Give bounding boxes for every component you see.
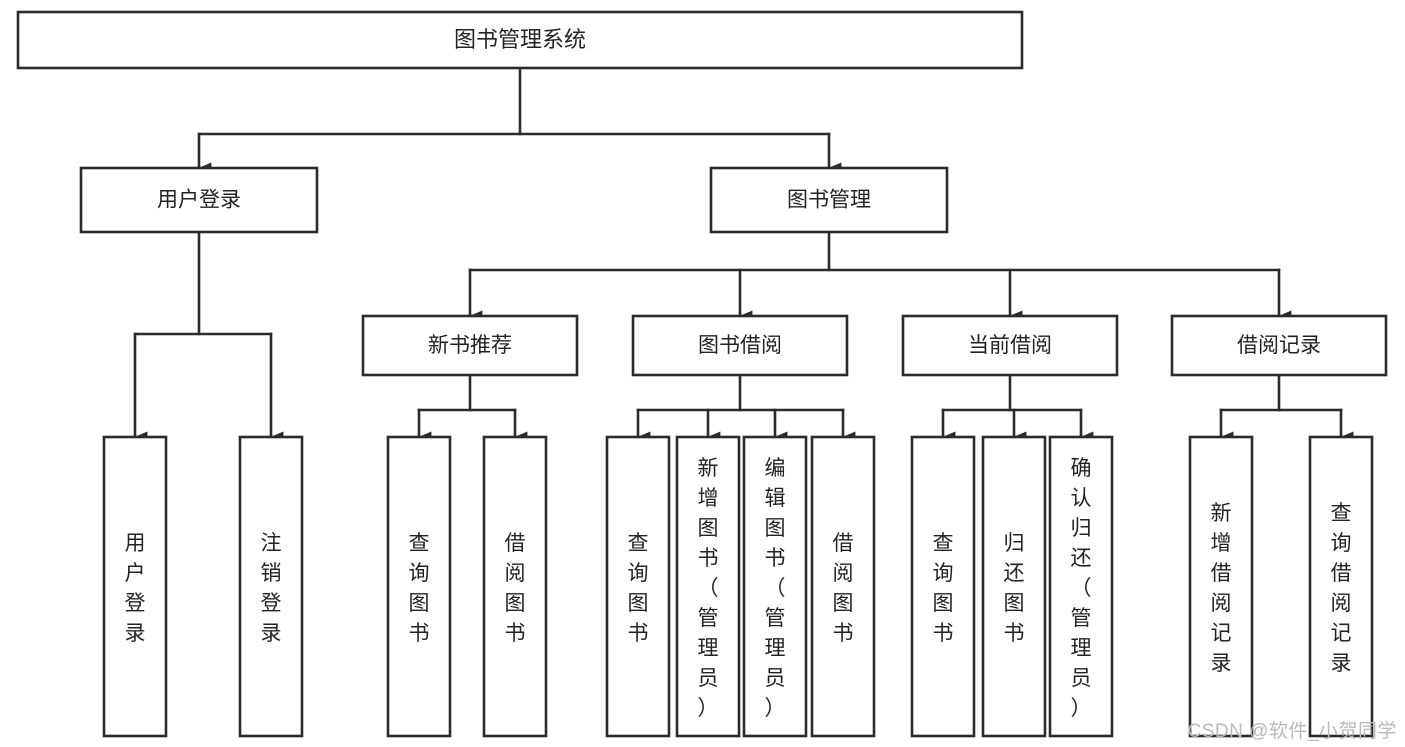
node-leaf-query-book-2[interactable]: 查询图书 (605, 435, 671, 738)
node-box-new-book-recommend (361, 314, 579, 377)
node-box-root (16, 10, 1024, 70)
node-box-user-login (79, 166, 319, 234)
node-box-leaf-add-borrow-record (1188, 435, 1254, 738)
node-leaf-add-book[interactable]: 新增图书（管理员） (675, 435, 741, 738)
node-box-leaf-user-logout (238, 435, 304, 738)
node-box-leaf-query-book-3 (910, 435, 976, 738)
node-new-book-recommend[interactable]: 新书推荐 (361, 314, 579, 377)
node-box-current-borrow (901, 314, 1119, 377)
node-box-leaf-borrow-book-2 (810, 435, 876, 738)
node-label-leaf-add-borrow-record: 新增借阅记录 (1211, 502, 1232, 675)
node-leaf-confirm-return[interactable]: 确认归还（管理员） (1048, 435, 1114, 738)
node-borrow-record[interactable]: 借阅记录 (1170, 314, 1388, 377)
node-label-borrow-record: 借阅记录 (1237, 334, 1321, 357)
node-label-book-manage: 图书管理 (787, 189, 871, 212)
node-box-leaf-return-book (981, 435, 1047, 738)
node-user-login[interactable]: 用户登录 (79, 166, 319, 234)
node-label-leaf-return-book: 归还图书 (1004, 532, 1025, 645)
node-label-leaf-query-book-3: 查询图书 (933, 532, 954, 645)
node-box-borrow-record (1170, 314, 1388, 377)
node-label-book-borrow: 图书借阅 (698, 334, 782, 357)
node-book-manage[interactable]: 图书管理 (709, 166, 949, 234)
node-label-leaf-query-book-1: 查询图书 (409, 532, 430, 645)
node-label-root: 图书管理系统 (454, 27, 586, 52)
node-box-leaf-user-login (102, 435, 168, 738)
node-leaf-return-book[interactable]: 归还图书 (981, 435, 1047, 738)
node-box-book-manage (709, 166, 949, 234)
node-box-leaf-confirm-return (1048, 435, 1114, 738)
node-label-leaf-confirm-return: 确认归还（管理员） (1071, 457, 1092, 720)
node-label-leaf-borrow-book-2: 借阅图书 (833, 532, 854, 645)
node-leaf-query-book-1[interactable]: 查询图书 (386, 435, 452, 738)
node-label-leaf-edit-book: 编辑图书（管理员） (765, 457, 786, 720)
node-label-leaf-query-borrow-record: 查询借阅记录 (1331, 502, 1352, 675)
node-label-current-borrow: 当前借阅 (968, 334, 1052, 357)
node-boxes: 图书管理系统用户登录图书管理新书推荐图书借阅当前借阅借阅记录用户登录注销登录查询… (16, 10, 1388, 738)
node-leaf-query-borrow-record[interactable]: 查询借阅记录 (1308, 435, 1374, 738)
node-label-leaf-user-logout: 注销登录 (261, 532, 282, 645)
node-label-new-book-recommend: 新书推荐 (428, 334, 512, 357)
node-label-leaf-user-login: 用户登录 (125, 532, 146, 645)
node-box-leaf-add-book (675, 435, 741, 738)
node-label-leaf-add-book: 新增图书（管理员） (698, 457, 719, 720)
node-current-borrow[interactable]: 当前借阅 (901, 314, 1119, 377)
node-leaf-borrow-book-2[interactable]: 借阅图书 (810, 435, 876, 738)
node-box-book-borrow (631, 314, 849, 377)
connector-lines (133, 66, 1354, 443)
node-box-leaf-edit-book (742, 435, 808, 738)
node-box-leaf-borrow-book-1 (482, 435, 548, 738)
node-leaf-edit-book[interactable]: 编辑图书（管理员） (742, 435, 808, 738)
node-box-leaf-query-borrow-record (1308, 435, 1374, 738)
node-book-borrow[interactable]: 图书借阅 (631, 314, 849, 377)
node-label-user-login: 用户登录 (157, 189, 241, 212)
node-leaf-borrow-book-1[interactable]: 借阅图书 (482, 435, 548, 738)
node-label-leaf-borrow-book-1: 借阅图书 (505, 532, 526, 645)
node-root[interactable]: 图书管理系统 (16, 10, 1024, 70)
node-box-leaf-query-book-1 (386, 435, 452, 738)
node-leaf-query-book-3[interactable]: 查询图书 (910, 435, 976, 738)
node-leaf-user-login[interactable]: 用户登录 (102, 435, 168, 738)
csdn-watermark: CSDN @软件_小贺同学 (1187, 721, 1397, 742)
node-label-leaf-query-book-2: 查询图书 (628, 532, 649, 645)
node-leaf-user-logout[interactable]: 注销登录 (238, 435, 304, 738)
node-box-leaf-query-book-2 (605, 435, 671, 738)
node-leaf-add-borrow-record[interactable]: 新增借阅记录 (1188, 435, 1254, 738)
